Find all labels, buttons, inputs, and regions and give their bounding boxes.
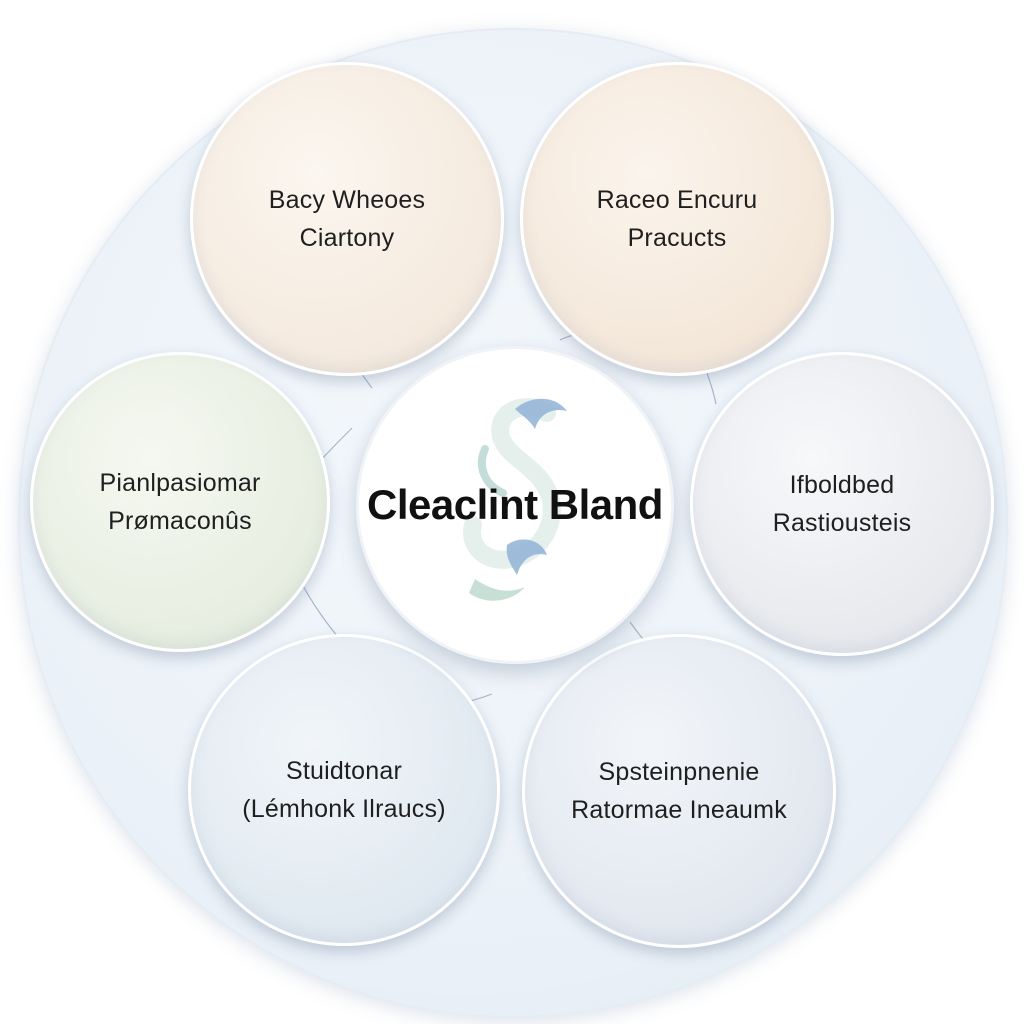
node-label: Bacy Wheoes xyxy=(268,186,426,214)
node-raceo-encuru: Raceo Encuru Pracucts xyxy=(520,62,834,376)
node-spsteinpnenie: Spsteinpnenie Ratormae Ineaumk xyxy=(522,634,836,948)
node-label: Raceo Encuru xyxy=(596,186,758,214)
center-node: Cleaclint Bland xyxy=(356,346,674,664)
node-label: (Lémhonk Ilraucs) xyxy=(242,795,446,823)
node-label: Ifboldbed xyxy=(789,471,895,499)
center-title: Cleaclint Bland xyxy=(367,481,663,528)
node-label: Stuidtonar xyxy=(286,757,402,785)
node-ifboldbed: Ifboldbed Rastiousteis xyxy=(690,352,994,656)
node-stuidtonar: Stuidtonar (Lémhonk Ilraucs) xyxy=(188,634,500,946)
node-label: Pianlpasiomar xyxy=(99,469,261,497)
node-bacy-wheoes: Bacy Wheoes Ciartony xyxy=(190,62,504,376)
node-label: Pracucts xyxy=(627,224,727,252)
node-label: Ciartony xyxy=(299,224,395,252)
node-label: Ratormae Ineaumk xyxy=(571,796,787,824)
node-label: Prømaconûs xyxy=(108,507,252,535)
node-label: Rastiousteis xyxy=(772,509,912,537)
s-swirl-logo-icon xyxy=(463,398,567,601)
node-label: Spsteinpnenie xyxy=(598,758,760,786)
node-pianlpasiomar: Pianlpasiomar Prømaconûs xyxy=(30,352,330,652)
